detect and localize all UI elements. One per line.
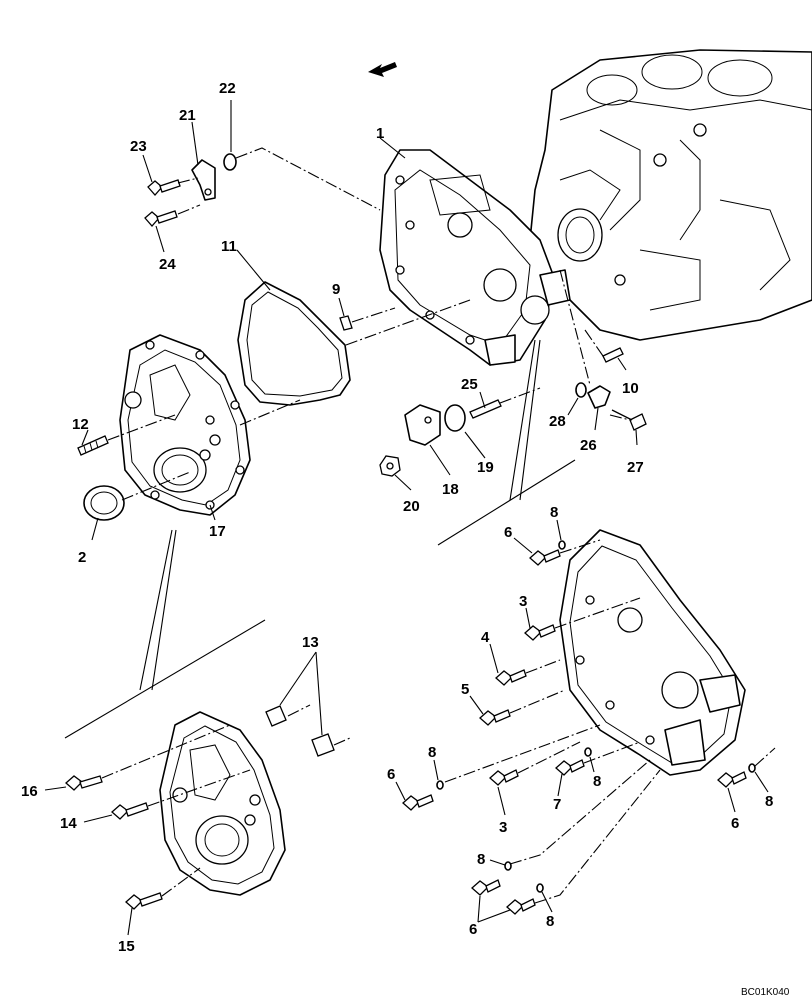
o-ring-part-28 [575,382,587,398]
callout-27: 27 [627,459,644,476]
leader-lines [44,100,769,936]
bolt-part-23 [147,179,181,196]
bolt-part-6d [471,879,501,896]
callout-14: 14 [60,815,77,832]
callout-23: 23 [130,138,147,155]
bolt-part-3b [489,769,519,786]
bolt-part-15 [125,892,163,910]
nut-part-20 [379,455,401,477]
front-cover-lower-left [159,711,286,896]
washer-part-8e [504,861,512,871]
bolt-part-7 [555,759,585,776]
section-divider-lines [64,339,576,739]
front-direction-arrow-icon [368,62,397,77]
callout-1: 1 [376,125,384,142]
callout-6c: 6 [731,815,739,832]
callout-3b: 3 [499,819,507,836]
bolt-part-3a [524,624,556,641]
callout-9: 9 [332,281,340,298]
callout-28: 28 [549,413,566,430]
o-ring-part-22 [223,153,237,171]
washer-part-8c [584,747,592,757]
callout-15: 15 [118,938,135,955]
callout-12: 12 [72,416,89,433]
callout-4: 4 [481,629,490,646]
callout-13: 13 [302,634,319,651]
callout-22: 22 [219,80,236,97]
callout-10: 10 [622,380,639,397]
engine-block [529,49,812,341]
plate-part-26 [587,385,611,409]
dowel-part-9 [339,315,353,331]
drawing-code: BC01K040 [741,987,790,998]
gear-case-lower-right [559,529,746,776]
callout-8f: 8 [546,913,554,930]
callout-24: 24 [159,256,176,273]
callout-26: 26 [580,437,597,454]
cover-part-18 [404,404,441,446]
callout-16: 16 [21,783,38,800]
bolt-part-6a [529,549,561,566]
spacer-part-13a [265,705,287,727]
bolt-part-24 [144,210,178,227]
bolt-part-6b [402,794,434,811]
callout-11: 11 [221,238,237,255]
washer-part-8d [748,763,756,773]
washer-part-8b [436,780,444,790]
callout-8b: 8 [428,744,436,761]
assembly-center-lines [101,147,776,904]
washer-part-8f [536,883,544,893]
callout-6a: 6 [504,524,512,541]
bolt-part-14 [111,802,149,820]
callout-8d: 8 [765,793,773,810]
oil-seal-part-2 [83,485,125,521]
callout-17: 17 [209,523,226,540]
washer-part-8a [558,540,566,550]
bolt-part-10 [602,347,624,363]
callout-18: 18 [442,481,459,498]
callout-21: 21 [179,107,196,124]
callout-numbers: 1 2 3 3 4 5 6 6 6 6 7 8 8 8 8 8 8 9 10 1… [21,80,773,955]
spacer-part-13b [311,733,335,757]
callout-25: 25 [461,376,478,393]
callout-8e: 8 [477,851,485,868]
bolt-part-5 [479,709,511,726]
callout-6d: 6 [469,921,477,938]
callout-19: 19 [477,459,494,476]
callout-6b: 6 [387,766,395,783]
bracket-part-21 [191,159,216,201]
bolt-part-6e [506,898,536,915]
callout-20: 20 [403,498,420,515]
callout-7: 7 [553,796,561,813]
callout-3a: 3 [519,593,527,610]
callout-5: 5 [461,681,469,698]
gasket-part-11 [237,281,351,406]
front-cover-part-17 [119,334,251,516]
bolt-part-4 [495,669,527,686]
stud-part-12 [77,435,109,456]
bolt-part-16 [65,775,103,791]
stud-part-25 [469,399,502,419]
callout-8a: 8 [550,504,558,521]
gear-case-part-1 [379,149,571,366]
callout-2: 2 [78,549,86,566]
bolt-part-6c [717,771,747,788]
o-ring-part-19 [444,404,466,432]
bolt-part-27 [611,409,647,431]
callout-8c: 8 [593,773,601,790]
